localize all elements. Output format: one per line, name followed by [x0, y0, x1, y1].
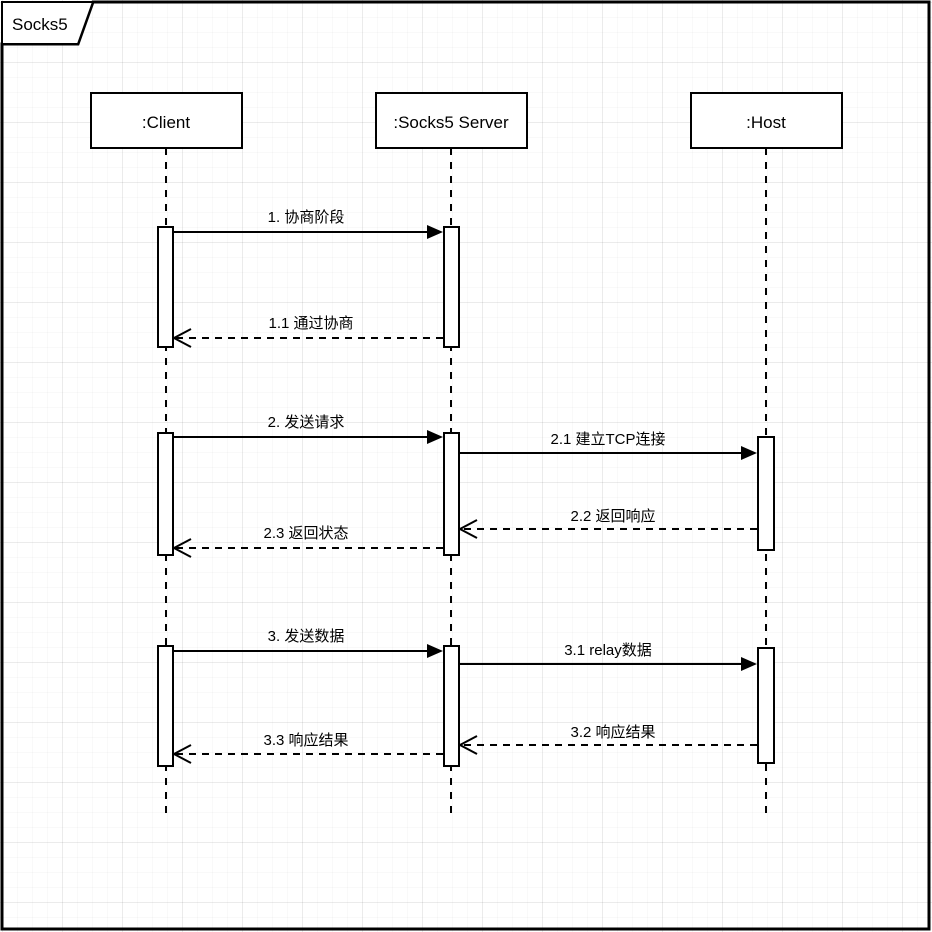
message-1[interactable]: 1. 协商阶段: [173, 209, 443, 239]
message-label-3: 3. 发送数据: [268, 628, 345, 645]
message-3-2[interactable]: 3.2 响应结果: [457, 723, 757, 755]
activation-bar-client-3[interactable]: [157, 645, 174, 767]
arrowhead-icon-1: [427, 225, 443, 239]
frame-label: Socks5: [12, 15, 68, 34]
arrowhead-icon-2-3: [171, 538, 192, 558]
arrowhead-icon-3: [427, 644, 443, 658]
message-label-2-3: 2.3 返回状态: [263, 525, 348, 542]
message-3-1[interactable]: 3.1 relay数据: [459, 642, 757, 671]
activation-bar-client-1[interactable]: [157, 226, 174, 348]
activation-bar-host-3[interactable]: [757, 647, 775, 764]
arrowhead-icon-3-1: [741, 657, 757, 671]
arrowhead-icon-1-1: [171, 328, 192, 348]
lifeline-header-box-client[interactable]: [90, 92, 243, 149]
message-label-1-1: 1.1 通过协商: [268, 315, 353, 332]
arrowhead-icon-2-1: [741, 446, 757, 460]
messages-group: 1. 协商阶段 1.1 通过协商 2. 发送请求 2.1 建立TCP连接: [171, 209, 757, 764]
lifeline-server[interactable]: :Socks5 Server: [375, 92, 528, 818]
arrowhead-icon-2-2: [457, 519, 478, 539]
activation-bar-server-3[interactable]: [443, 645, 460, 767]
message-3[interactable]: 3. 发送数据: [173, 628, 443, 658]
message-label-3-1: 3.1 relay数据: [564, 642, 652, 659]
lifeline-label-client: :Client: [142, 113, 190, 132]
arrowhead-icon-2: [427, 430, 443, 444]
lifeline-client[interactable]: :Client: [90, 92, 243, 818]
activation-bar-host-2[interactable]: [757, 436, 775, 551]
lifeline-label-server: :Socks5 Server: [393, 113, 509, 132]
lifeline-label-host: :Host: [746, 113, 786, 132]
message-2[interactable]: 2. 发送请求: [173, 414, 443, 444]
message-label-2-2: 2.2 返回响应: [570, 507, 655, 525]
message-label-2-1: 2.1 建立TCP连接: [550, 431, 665, 448]
message-1-1[interactable]: 1.1 通过协商: [171, 315, 443, 348]
frame-label-tab: [1, 1, 95, 45]
lifeline-header-box-server[interactable]: [375, 92, 528, 149]
arrowhead-icon-3-2: [457, 735, 478, 755]
lifeline-host[interactable]: :Host: [690, 92, 843, 818]
activation-bar-server-1[interactable]: [443, 226, 460, 348]
message-label-2: 2. 发送请求: [268, 414, 345, 431]
lifelines-group: :Client :Socks5 Server :Host: [90, 92, 843, 818]
message-2-2[interactable]: 2.2 返回响应: [457, 507, 757, 539]
activation-bars-group: [157, 226, 775, 767]
message-label-1: 1. 协商阶段: [268, 209, 345, 226]
activation-bar-client-2[interactable]: [157, 432, 174, 556]
message-label-3-2: 3.2 响应结果: [570, 723, 655, 741]
message-2-1[interactable]: 2.1 建立TCP连接: [459, 431, 757, 460]
arrowhead-icon-3-3: [171, 744, 192, 764]
message-label-3-3: 3.3 响应结果: [263, 731, 348, 749]
activation-bar-server-2[interactable]: [443, 432, 460, 556]
message-3-3[interactable]: 3.3 响应结果: [171, 731, 443, 764]
message-2-3[interactable]: 2.3 返回状态: [171, 525, 443, 558]
